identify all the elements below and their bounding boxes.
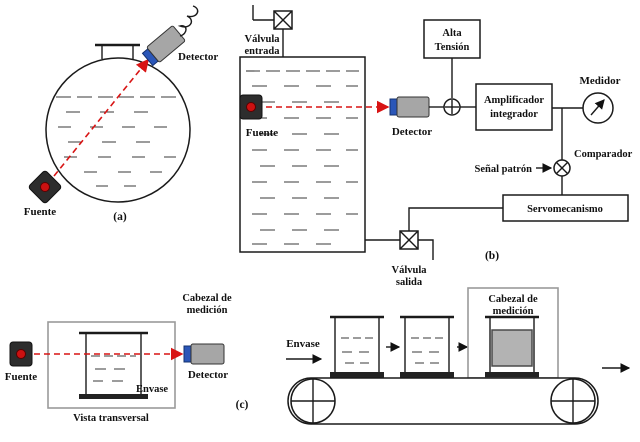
label-detector-a: Detector	[178, 51, 218, 63]
source-a	[28, 170, 62, 204]
servomecanismo-box	[502, 194, 629, 222]
figure-b: Válvula entrada Fuente Detector Alta Ten…	[239, 5, 633, 288]
detector-c	[183, 343, 225, 365]
figure-c: Cabezal de medición Fuente Detector Enva…	[5, 287, 631, 425]
comparator-junction	[553, 159, 571, 177]
tank-neck	[95, 43, 140, 59]
amplificador-box	[475, 83, 553, 131]
source-c	[9, 341, 33, 367]
source-dot	[40, 182, 50, 192]
label-detector-c: Detector	[188, 369, 228, 381]
figure-a: Fuente Detector (a)	[24, 5, 218, 223]
belt-wheel-right	[550, 378, 596, 424]
detector-cap	[183, 345, 192, 363]
label-servomecanismo: Servomecanismo	[527, 204, 603, 215]
source-b	[239, 94, 263, 120]
label-cabezal-1: Cabezal de	[182, 293, 232, 304]
belt-container-2	[400, 315, 454, 378]
cable-coil	[177, 5, 199, 37]
measuring-head-sensor	[491, 329, 533, 367]
detector-body	[190, 343, 225, 365]
label-comparador: Comparador	[574, 149, 633, 160]
caption-b: (b)	[485, 250, 499, 262]
conveyor-belt	[287, 377, 599, 425]
detector-body	[146, 25, 186, 63]
label-medidor: Medidor	[580, 75, 621, 87]
label-belt-envase: Envase	[286, 338, 320, 350]
spherical-tank	[45, 57, 191, 203]
gauge-needle	[590, 99, 605, 116]
inlet-valve-icon	[273, 10, 293, 30]
detector-b	[389, 96, 430, 118]
label-fuente-b: Fuente	[246, 127, 279, 139]
liquid-dashes-b	[252, 85, 358, 245]
label-amplificador-2: integrador	[490, 109, 538, 120]
detector-a	[141, 25, 186, 67]
outlet-valve-icon	[399, 230, 419, 250]
label-vista-transversal: Vista transversal	[73, 413, 149, 424]
label-alta-tension-1: Alta	[442, 28, 462, 39]
detector-body	[396, 96, 430, 118]
process-tank	[239, 56, 366, 253]
label-cabezal-2: medición	[187, 305, 228, 316]
belt-wheel-left	[290, 378, 336, 424]
label-belt-cabezal-2: medición	[493, 306, 534, 317]
liquid-dashes-a	[58, 111, 176, 187]
caption-a: (a)	[113, 211, 127, 223]
detector-cap	[389, 98, 398, 116]
label-fuente-a: Fuente	[24, 206, 57, 218]
caption-c: (c)	[236, 399, 249, 411]
label-alta-tension-2: Tensión	[435, 42, 470, 53]
label-outlet-valve-1: Válvula	[391, 265, 427, 276]
label-belt-cabezal-1: Cabezal de	[488, 294, 538, 305]
summing-junction	[443, 98, 461, 116]
label-amplificador-1: Amplificador	[484, 95, 544, 106]
meter-gauge	[582, 92, 614, 124]
label-inlet-valve-1: Válvula	[244, 34, 280, 45]
label-inlet-valve-2: entrada	[245, 46, 281, 57]
source-dot	[246, 102, 256, 112]
label-detector-b: Detector	[392, 126, 432, 138]
label-outlet-valve-2: salida	[396, 277, 423, 288]
source-dot	[16, 349, 26, 359]
radiation-beam-a	[53, 58, 150, 177]
envase-cross-section	[79, 331, 148, 399]
label-senal-patron: Señal patrón	[475, 164, 533, 175]
belt-container-1	[330, 315, 384, 378]
label-fuente-c: Fuente	[5, 371, 38, 383]
label-envase: Envase	[136, 384, 168, 395]
measuring-head-frame	[47, 321, 176, 409]
